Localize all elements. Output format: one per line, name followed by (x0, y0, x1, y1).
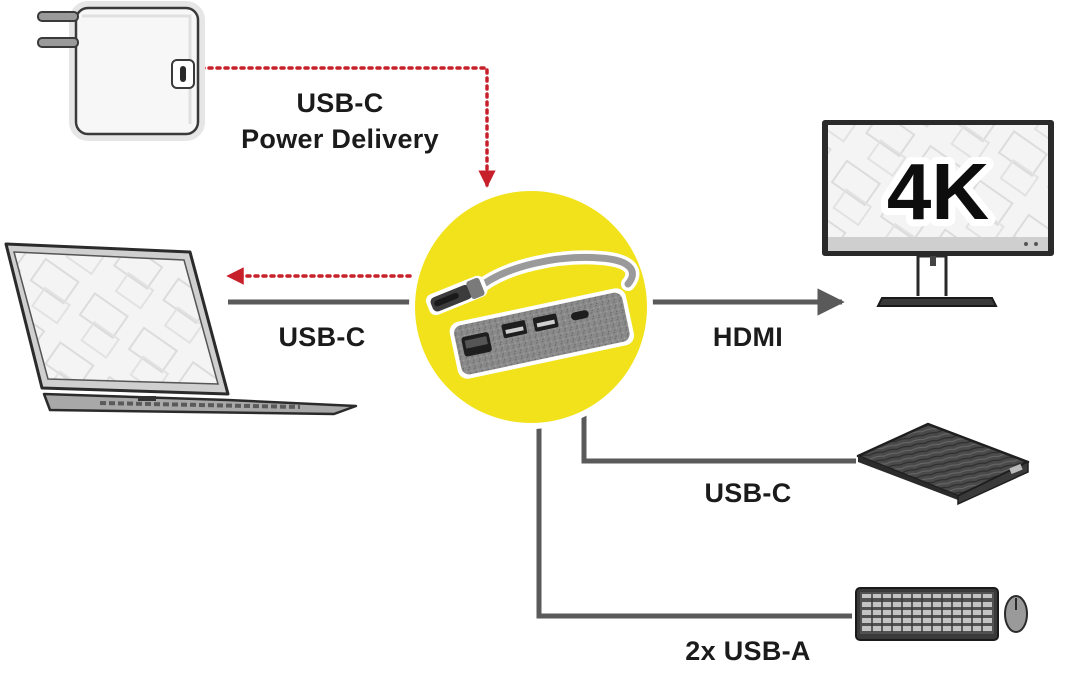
usb-c-hub-icon (409, 185, 653, 429)
monitor-resolution-label: 4K (887, 147, 989, 236)
hdmi-connection-label: HDMI (713, 322, 783, 352)
external-drive-icon (852, 420, 1034, 506)
keyboard-connection-label: 2x USB-A (685, 636, 810, 666)
power-delivery-line (191, 66, 496, 188)
power-delivery-label-line2: Power Delivery (241, 124, 439, 154)
keyboard-mouse-icon (852, 584, 1031, 644)
laptop-icon (2, 240, 360, 416)
monitor-icon: 4K (818, 116, 1058, 310)
laptop-connection-label: USB-C (279, 322, 366, 352)
power-delivery-label-line1: USB-C (297, 88, 384, 118)
drive-usb-c-line (581, 402, 856, 464)
usb-c-power-adapter-icon (37, 1, 205, 141)
drive-connection-label: USB-C (705, 478, 792, 508)
usb-a-line (536, 418, 856, 619)
